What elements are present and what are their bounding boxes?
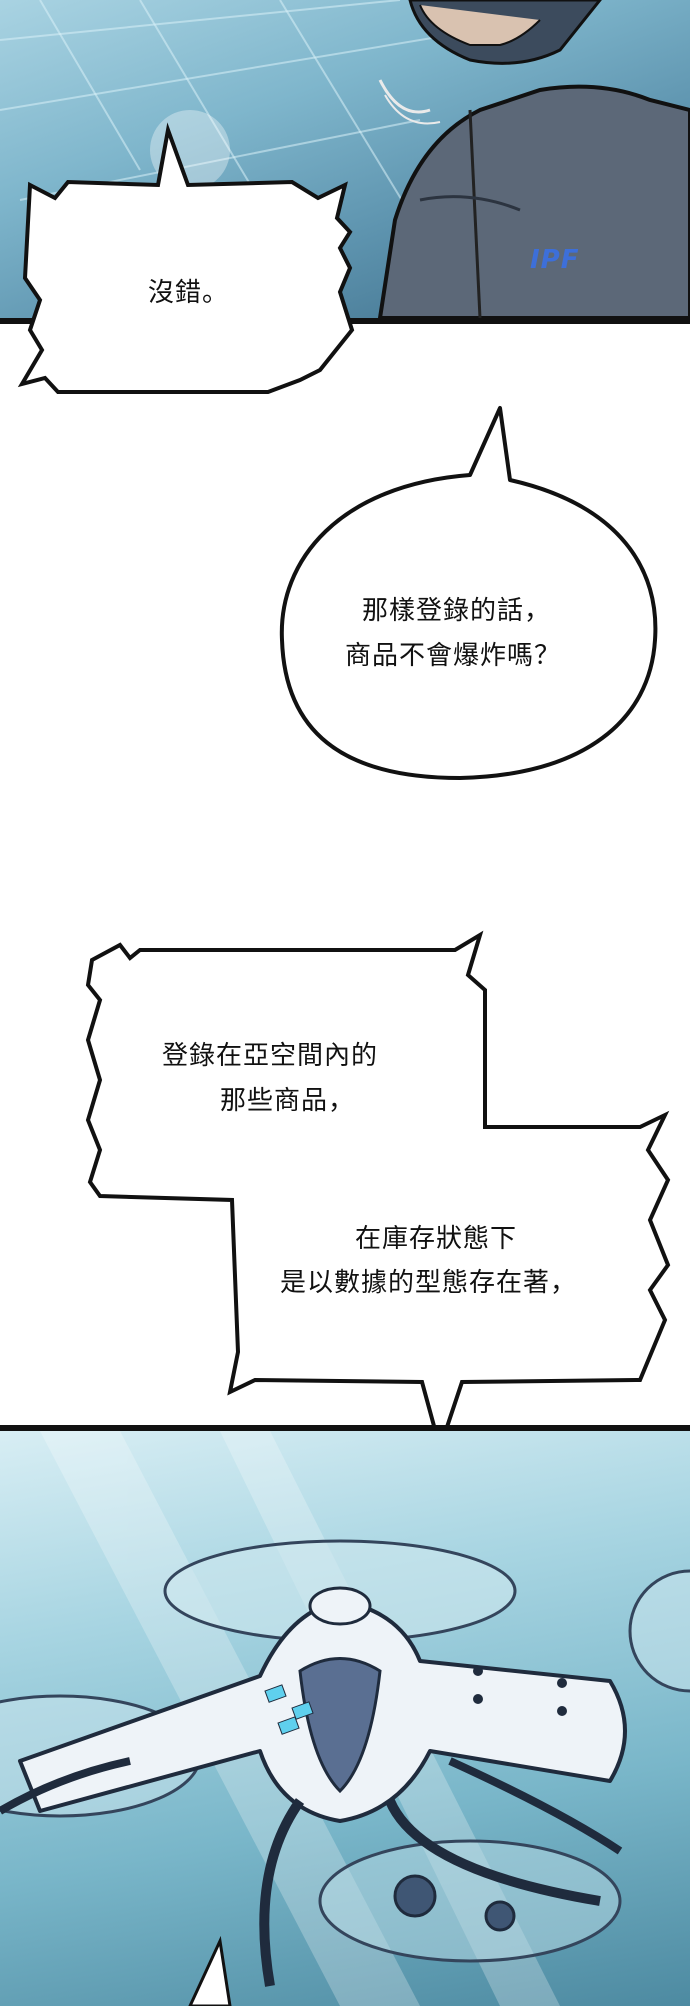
room-background [0, 0, 690, 318]
bubble-2-line-2: 商品不會爆炸嗎？ [345, 641, 562, 671]
bubble-2-line-1: 那樣登錄的話， [362, 596, 552, 626]
drone-illustration [0, 1431, 690, 2006]
bottom-panel [0, 1425, 690, 2006]
bubble-3-line-3: 在庫存狀態下 [355, 1224, 518, 1254]
bubble-3-line-1: 登錄在亞空間內的 [162, 1041, 379, 1071]
bubble-3-line-4: 是以數據的型態存在著， [280, 1268, 578, 1298]
bubble-3-shape [85, 930, 671, 1455]
uniform-logo: IPF [530, 245, 580, 275]
bubble-3-line-2: 那些商品， [220, 1086, 356, 1116]
bubble-1-text: 沒錯。 [148, 278, 230, 308]
bubble-2-shape [279, 406, 658, 780]
bubble-1-shape [17, 122, 355, 394]
